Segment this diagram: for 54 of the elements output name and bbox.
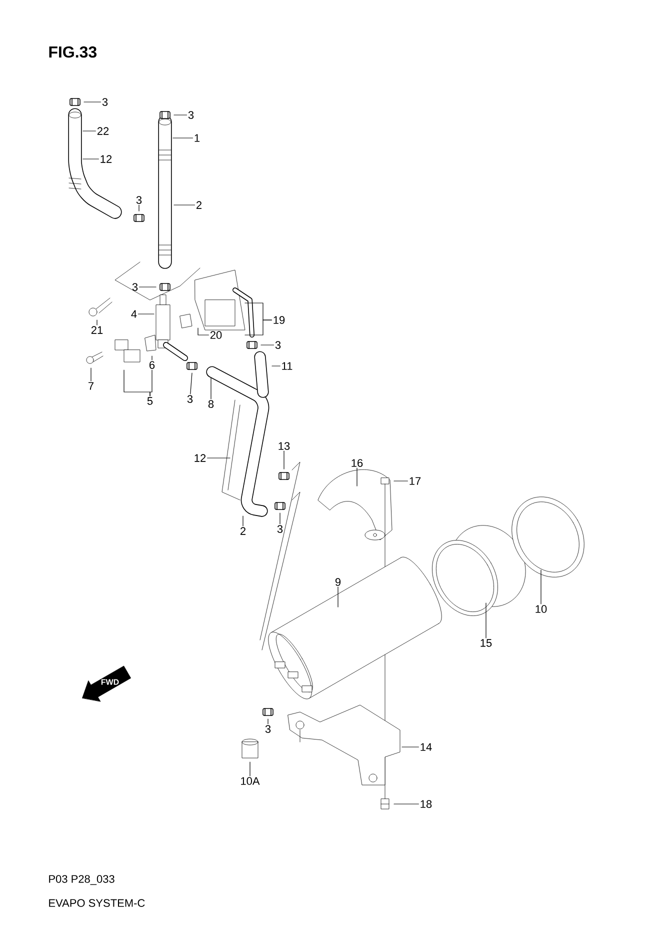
callout-number: 1 (194, 134, 200, 142)
callout-number: 2 (240, 527, 246, 535)
callout-number: 3 (275, 341, 281, 349)
leader-line (402, 746, 419, 748)
callout-number: 21 (91, 326, 103, 334)
leader-line (82, 130, 96, 132)
callout-number: 16 (352, 459, 363, 467)
callout-number: 3 (132, 283, 138, 291)
callout-number: 15 (480, 639, 492, 647)
leader-line (356, 468, 358, 486)
callout-number: 10 (536, 605, 547, 613)
callout-number: 20 (210, 331, 222, 339)
figure-title: FIG.33 (49, 46, 97, 58)
callout-number: 3 (188, 111, 194, 119)
callout-number: 8 (208, 400, 214, 408)
callout-number: 2 (196, 201, 202, 209)
caption-text: EVAPO SYSTEM-C (49, 899, 145, 907)
callout-number: 5 (147, 397, 153, 405)
leader-line (540, 570, 542, 604)
callout-number: 12 (100, 155, 112, 163)
leader-line (260, 344, 274, 346)
callout-number: 3 (265, 725, 271, 733)
leader-line (242, 516, 244, 526)
callout-number: 11 (282, 362, 292, 370)
callout-number: 3 (277, 525, 283, 533)
callout-number: 13 (278, 442, 290, 450)
leader-line (138, 286, 156, 288)
callout-number: 6 (150, 361, 155, 369)
leader-line (82, 158, 99, 160)
callout-number: 12 (194, 454, 206, 462)
leader-line (244, 320, 272, 336)
callout-number: 10A (241, 777, 260, 785)
leader-line (138, 204, 140, 212)
leader-line (394, 480, 408, 482)
leader-line (150, 370, 152, 396)
leader-line (198, 328, 209, 336)
leader-line (96, 320, 98, 326)
callout-number: 14 (420, 743, 432, 751)
leader-line (174, 204, 196, 206)
callout-number: 4 (131, 310, 137, 318)
callout-number: 18 (420, 800, 432, 808)
callout-number: 3 (136, 196, 142, 204)
leader-line (210, 378, 212, 400)
callout-number: 3 (187, 395, 193, 403)
callout-number: 22 (97, 127, 109, 135)
leader-line (190, 372, 192, 394)
callout-number: 19 (274, 316, 285, 324)
callout-number: 3 (102, 98, 108, 106)
caption-text: P03 P28_033 (49, 875, 114, 885)
callout-number: 7 (88, 382, 94, 390)
leader-line (90, 368, 92, 382)
leader-line (174, 114, 188, 116)
callout-number: 9 (335, 578, 341, 586)
callout-number: 17 (410, 477, 421, 485)
